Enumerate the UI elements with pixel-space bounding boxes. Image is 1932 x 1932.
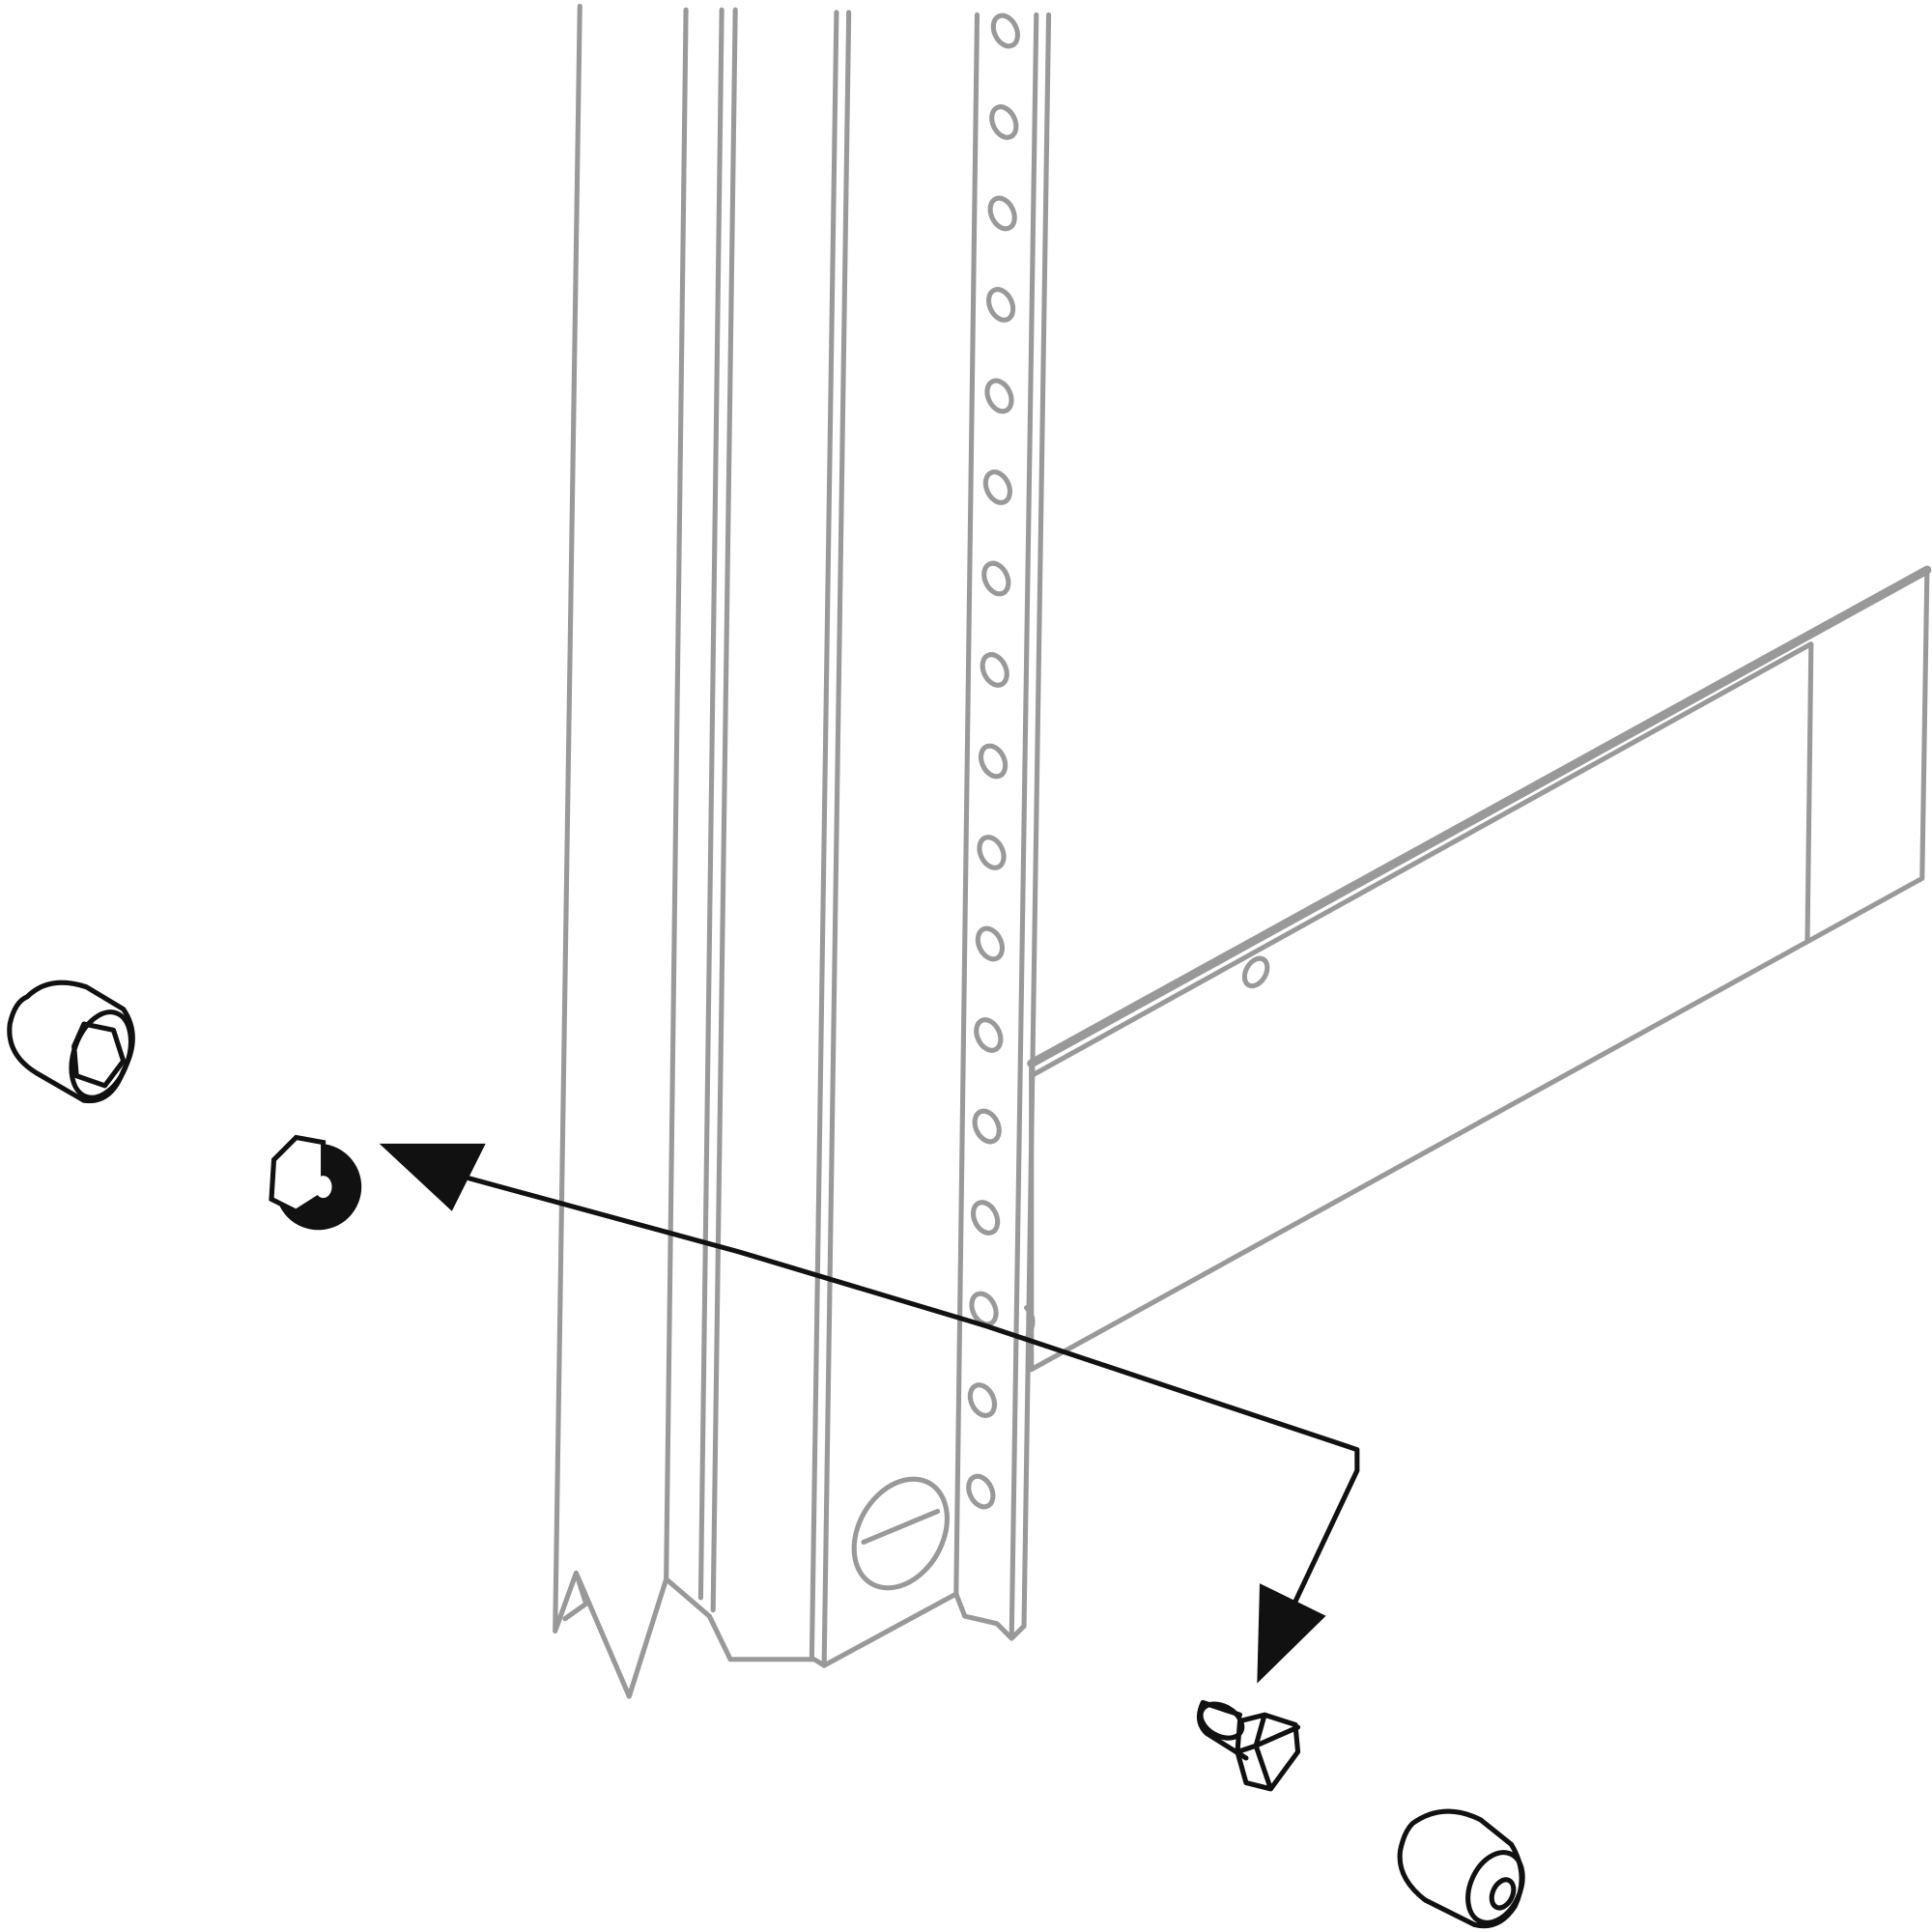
post-hole	[977, 835, 1007, 870]
post-hole	[990, 13, 1020, 49]
post-hole	[985, 287, 1016, 323]
bolt	[1197, 1699, 1301, 1792]
post-holes	[966, 13, 1020, 1510]
post-hole	[984, 378, 1014, 414]
post-hole	[974, 1017, 1004, 1053]
left-socket	[7, 980, 135, 1104]
post-hole	[980, 652, 1009, 688]
flange-nut	[269, 1134, 362, 1231]
post-hole	[982, 469, 1013, 505]
post-hole	[969, 1291, 999, 1327]
post-hole	[987, 195, 1017, 232]
assembly-arrow	[379, 1143, 1360, 1684]
post-hole	[967, 1382, 998, 1418]
post-hole	[989, 104, 1019, 140]
arrowhead-down	[1257, 1583, 1326, 1684]
post-hole	[975, 925, 1006, 962]
post-hole	[971, 1200, 1001, 1236]
right-socket	[1397, 1808, 1525, 1929]
post-hole	[972, 1108, 1002, 1145]
beam	[1024, 565, 1932, 1373]
post-hole	[981, 560, 1011, 597]
post-hole	[978, 743, 1009, 780]
post-slot	[851, 1476, 950, 1591]
upright-post	[553, 3, 1052, 1699]
arrowhead-left	[379, 1143, 486, 1211]
post-hole	[966, 1473, 996, 1510]
